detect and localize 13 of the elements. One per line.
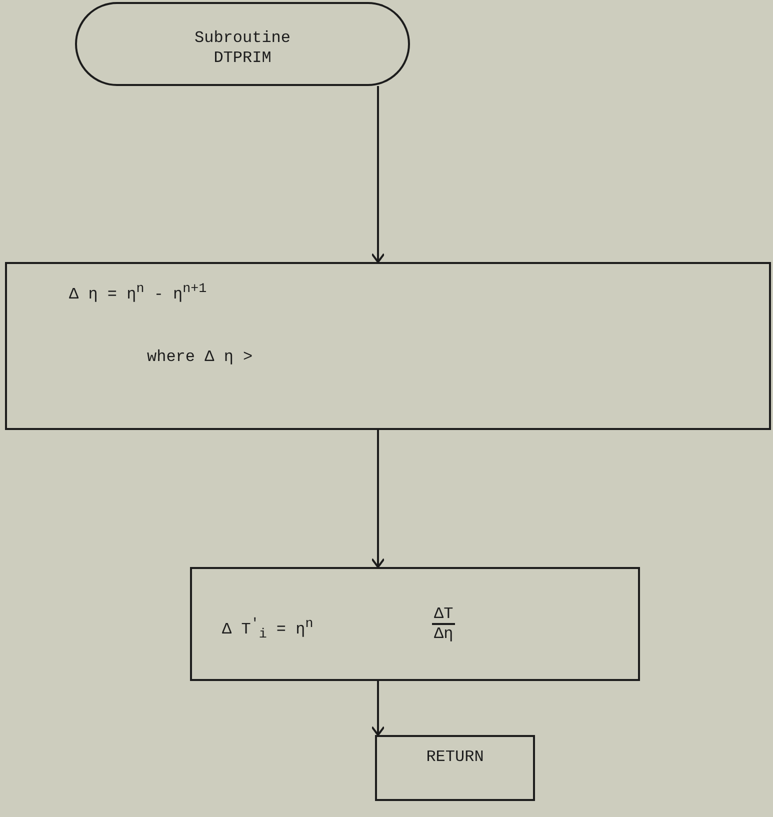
arrow: [371, 681, 385, 736]
arrow: [371, 86, 385, 263]
return-label: RETURN: [425, 747, 485, 767]
arrow: [371, 430, 385, 568]
formula-text: Δ η = η$^{n}$ - η$^{n+1}$: [69, 282, 207, 304]
process-box: [190, 567, 640, 681]
formula-text: where Δ η >: [147, 348, 253, 366]
terminal-label: Subroutine DTPRIM: [193, 28, 292, 68]
process-box: [5, 262, 771, 430]
process-box: [375, 735, 535, 801]
formula-text: Δ T$^{'}$$_{i}$ = η$^{n}$: [222, 617, 314, 643]
start-terminal: [75, 2, 410, 86]
fraction: ΔT Δη: [432, 605, 456, 643]
